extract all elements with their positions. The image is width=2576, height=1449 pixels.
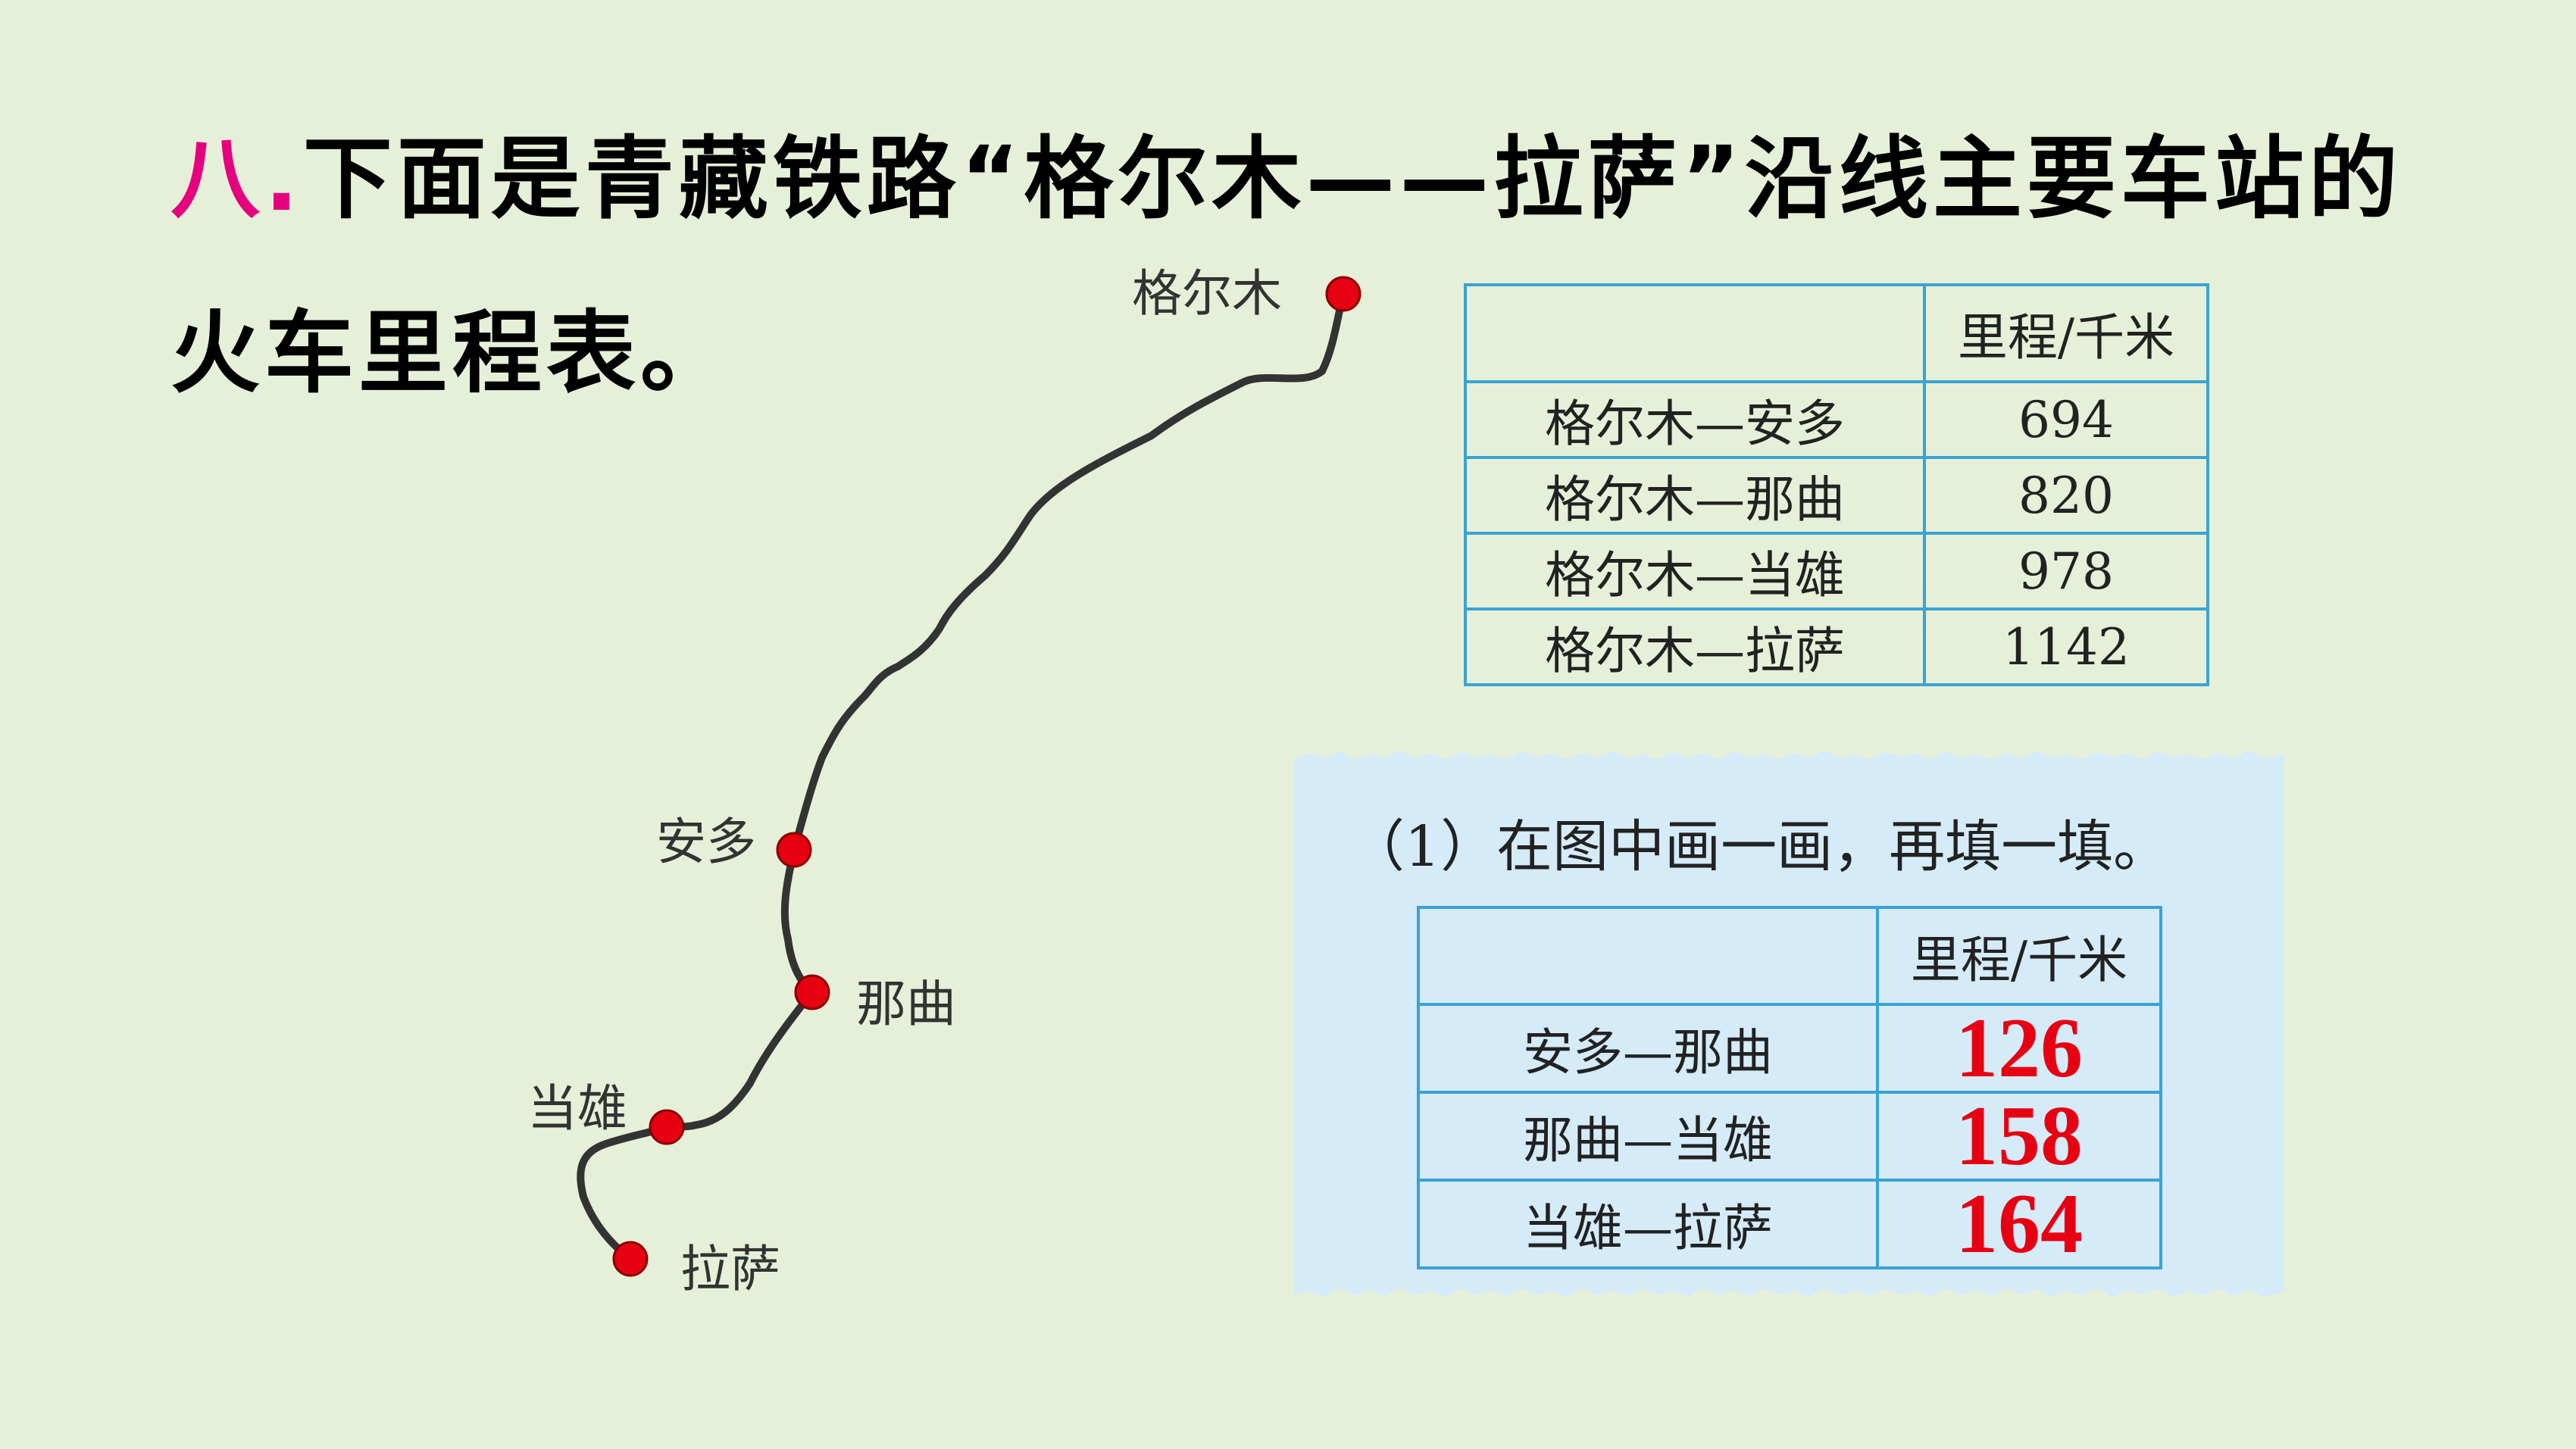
title-text-line1: 下面是青藏铁路“格尔木——拉萨”沿线主要车站的 xyxy=(302,126,2402,231)
segment-cell: 当雄—拉萨 xyxy=(1417,1179,1879,1269)
station-label-damxung: 当雄 xyxy=(527,1079,627,1138)
station-label-golmud: 格尔木 xyxy=(1132,264,1282,323)
km-cell: 820 xyxy=(1923,456,2209,535)
km-cell: 978 xyxy=(1923,532,2209,611)
header-cell-km: 里程/千米 xyxy=(1876,906,2162,1006)
header-cell-km: 里程/千米 xyxy=(1923,283,2209,383)
table-row: 安多—那曲 126 xyxy=(1417,1003,2162,1094)
table-row: 格尔木—拉萨 1142 xyxy=(1464,607,2209,686)
station-dot-nagqu xyxy=(794,974,830,1010)
header-cell-segment xyxy=(1464,283,1926,383)
station-dot-golmud xyxy=(1325,276,1361,312)
answer-cell[interactable]: 126 xyxy=(1876,1003,2162,1094)
sub-question-text: （1）在图中画一画，再填一填。 xyxy=(1349,814,2170,879)
header-cell-segment xyxy=(1417,906,1879,1006)
segment-cell: 格尔木—那曲 xyxy=(1464,456,1926,535)
torn-edge-bottom xyxy=(1294,1285,2284,1297)
question-number: 八. xyxy=(170,126,303,231)
table-header-row: 里程/千米 xyxy=(1417,906,2162,1006)
segment-cell: 格尔木—安多 xyxy=(1464,380,1926,459)
table-row: 格尔木—那曲 820 xyxy=(1464,456,2209,535)
station-dot-damxung xyxy=(649,1109,685,1145)
table-row: 格尔木—当雄 978 xyxy=(1464,532,2209,611)
table-header-row: 里程/千米 xyxy=(1464,283,2209,383)
segment-cell: 格尔木—拉萨 xyxy=(1464,607,1926,686)
table-row: 格尔木—安多 694 xyxy=(1464,380,2209,459)
mileage-table: 里程/千米 格尔木—安多 694 格尔木—那曲 820 格尔木—当雄 978 格… xyxy=(1464,283,2209,686)
segment-cell: 那曲—当雄 xyxy=(1417,1091,1879,1182)
station-dot-lhasa xyxy=(612,1241,649,1277)
segment-cell: 安多—那曲 xyxy=(1417,1003,1879,1094)
torn-edge-top xyxy=(1294,751,2284,764)
km-cell: 694 xyxy=(1923,380,2209,459)
station-dot-amdo xyxy=(776,832,812,868)
table-row: 当雄—拉萨 164 xyxy=(1417,1179,2162,1269)
station-label-amdo: 安多 xyxy=(656,813,756,871)
station-label-nagqu: 那曲 xyxy=(856,975,956,1033)
answer-cell[interactable]: 158 xyxy=(1876,1091,2162,1182)
table-row: 那曲—当雄 158 xyxy=(1417,1091,2162,1182)
answer-cell[interactable]: 164 xyxy=(1876,1179,2162,1269)
title-text-line2: 火车里程表。 xyxy=(170,301,735,405)
answer-table: 里程/千米 安多—那曲 126 那曲—当雄 158 当雄—拉萨 164 xyxy=(1417,906,2162,1269)
station-label-lhasa: 拉萨 xyxy=(680,1240,780,1298)
railway-route xyxy=(577,290,1347,1263)
question-title-line2: 火车里程表。 xyxy=(170,280,734,410)
segment-cell: 格尔木—当雄 xyxy=(1464,532,1926,611)
question-title-line1: 八.下面是青藏铁路“格尔木——拉萨”沿线主要车站的 xyxy=(170,106,2402,236)
km-cell: 1142 xyxy=(1923,607,2209,686)
